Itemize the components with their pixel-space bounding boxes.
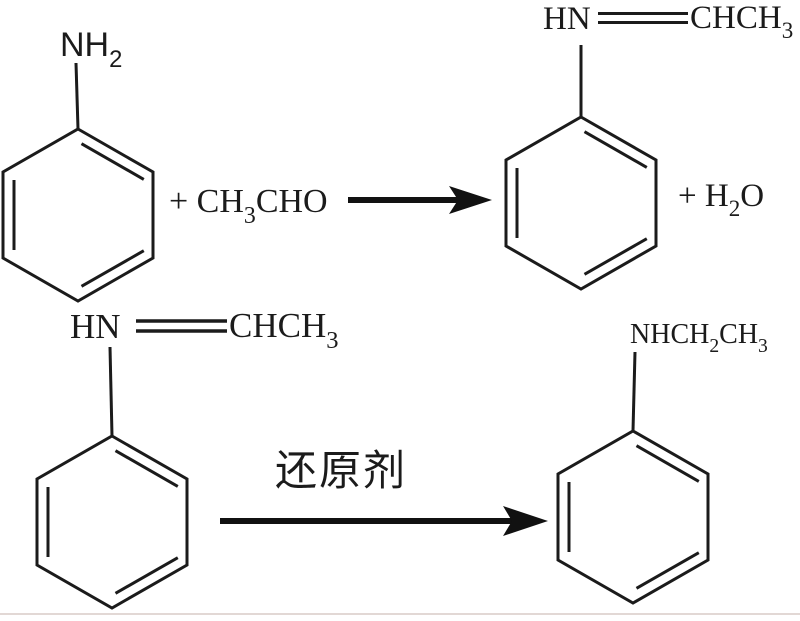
imine-hn-label-bottom: HN [70, 307, 121, 346]
reaction1-arrowhead [449, 186, 492, 214]
aniline-nh2-label: NH2 [60, 26, 123, 73]
benzene-ring-aniline [1, 127, 155, 303]
bond-nhet-ring [631, 351, 637, 432]
product-nhch2ch3-label: NHCH2CH3 [630, 319, 768, 357]
imine-chch3-label-bottom: CHCH3 [229, 306, 339, 354]
imine-hn-label-top: HN [543, 1, 591, 37]
bond-hn-ring-bottom [108, 346, 114, 437]
reaction2-arrowhead [503, 506, 548, 536]
plus-acetaldehyde-label: + CH3CHO [169, 183, 328, 229]
benzene-ring-imine-product [504, 115, 658, 291]
plus-water-label: + H2O [678, 178, 765, 222]
bond-nh2-ring [74, 62, 80, 130]
benzene-ring-product [556, 429, 710, 605]
benzene-ring-imine-reactant [35, 434, 189, 610]
reducing-agent-label: 还原剂 [275, 449, 408, 495]
imine-chch3-label-top: CHCH3 [690, 0, 794, 44]
